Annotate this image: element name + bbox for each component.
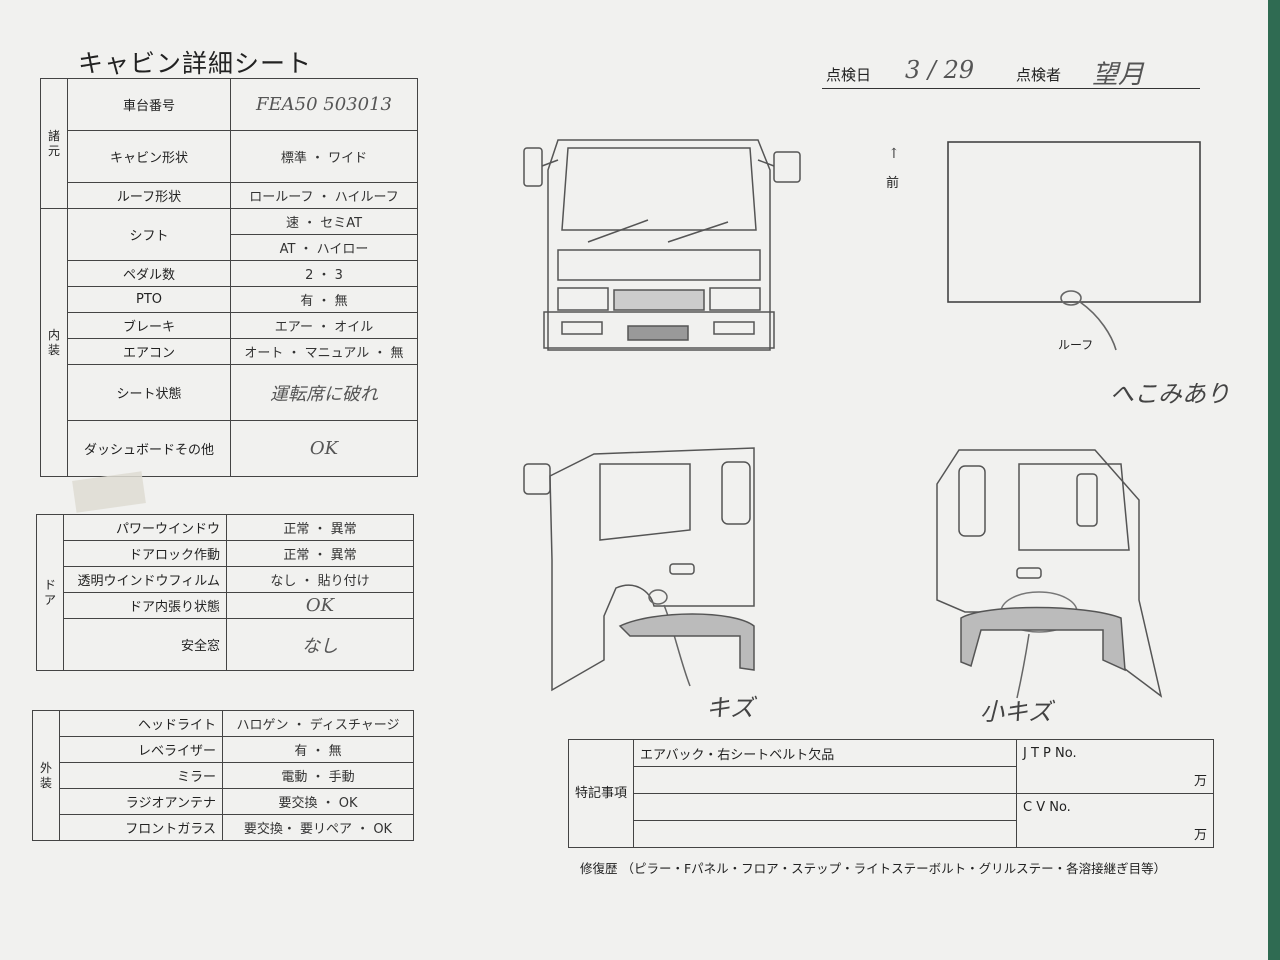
cab-front-view (523, 139, 801, 351)
inspector-label: 点検者 (1016, 66, 1062, 84)
row-label: PTO (67, 286, 231, 313)
cv-label: C V No. (1016, 793, 1214, 821)
remarks-line4 (633, 820, 1017, 848)
door-table: ドア パワーウインドウ 正常 ・ 異常 ドアロック作動 正常 ・ 異常 透明ウイ… (36, 514, 414, 671)
row-label: ドアロック作動 (63, 540, 227, 567)
section-side-label: 内装 (40, 208, 68, 477)
row-value: エアー ・ オイル (230, 312, 418, 339)
row-value: 要交換・ 要リペア ・ OK (222, 814, 414, 841)
remarks-line1: エアバック・右シートベルト欠品 (633, 739, 1017, 767)
row-label: フロントガラス (59, 814, 223, 841)
row-value: OK (230, 420, 418, 477)
sheet-title: キャビン詳細シート (78, 49, 313, 78)
date-label: 点検日 (826, 66, 872, 84)
row-label: シート状態 (67, 364, 231, 421)
row-value: ロールーフ ・ ハイルーフ (230, 182, 418, 209)
row-value: オート ・ マニュアル ・ 無 (230, 338, 418, 365)
row-value: 電動 ・ 手動 (222, 762, 414, 789)
repair-history: 修復歴 （ピラー・Fパネル・フロア・ステップ・ライトステーボルト・グリルステー・… (580, 861, 1167, 876)
row-value: 正常 ・ 異常 (226, 540, 414, 567)
section-side-label: 諸元 (40, 78, 68, 209)
row-value: 標準 ・ ワイド (230, 130, 418, 183)
date-value: 3 / 29 (905, 56, 975, 84)
section-side-label: ドア (36, 514, 64, 671)
remarks-line3 (633, 793, 1017, 821)
row-label: ドア内張り状態 (63, 592, 227, 619)
exterior-table: 外装 ヘッドライト ハロゲン ・ ディスチャージ レベライザー 有 ・ 無 ミラ… (32, 710, 414, 841)
right-damage-note: 小キズ (980, 698, 1052, 726)
row-label: ルーフ形状 (67, 182, 231, 209)
row-value: 正常 ・ 異常 (226, 514, 414, 541)
header-underline (822, 88, 1200, 89)
tape-mark (72, 471, 146, 513)
chassis-number: FEA50 503013 (230, 78, 418, 131)
row-label: 透明ウインドウフィルム (63, 566, 227, 593)
row-label: ミラー (59, 762, 223, 789)
row-label: 安全窓 (63, 618, 227, 671)
remarks-label: 特記事項 (568, 739, 634, 848)
row-label: 車台番号 (67, 78, 231, 131)
row-label: パワーウインドウ (63, 514, 227, 541)
cab-left-side-view (523, 447, 755, 692)
row-value: 要交換 ・ OK (222, 788, 414, 815)
section-side-label: 外装 (32, 710, 60, 841)
row-value: 運転席に破れ (230, 364, 418, 421)
roof-note: へこみあり (1110, 380, 1230, 408)
row-label: ヘッドライト (59, 710, 223, 737)
row-label: エアコン (67, 338, 231, 365)
row-value: ハロゲン ・ ディスチャージ (222, 710, 414, 737)
row-label: ブレーキ (67, 312, 231, 339)
front-label: 前 (886, 176, 900, 191)
row-label: キャビン形状 (67, 130, 231, 183)
row-value: 2 ・ 3 (230, 260, 418, 287)
row-label: ダッシュボードその他 (67, 420, 231, 477)
row-value: なし (226, 618, 414, 671)
row-value: 有 ・ 無 (230, 286, 418, 313)
remarks-line2 (633, 766, 1017, 794)
row-label: レベライザー (59, 736, 223, 763)
row-value: OK (226, 592, 414, 619)
jtp-label: J T P No. (1016, 739, 1214, 767)
row-label: ラジオアンテナ (59, 788, 223, 815)
row-value: なし ・ 貼り付け (226, 566, 414, 593)
row-label: ペダル数 (67, 260, 231, 287)
row-value: 速 ・ セミAT (230, 208, 418, 235)
inspector-value: 望月 (1092, 60, 1145, 90)
jtp-unit: 万 (1016, 766, 1214, 794)
front-arrow-icon: ↑ (888, 146, 900, 162)
spec-table: 諸元 車台番号 FEA50 503013 キャビン形状 標準 ・ ワイド ルーフ… (40, 78, 418, 477)
row-value: AT ・ ハイロー (230, 234, 418, 261)
left-damage-note: キズ (706, 694, 754, 722)
cv-unit: 万 (1016, 820, 1214, 848)
row-value: 有 ・ 無 (222, 736, 414, 763)
roof-plan (947, 141, 1201, 351)
roof-label: ルーフ (1058, 338, 1094, 352)
cab-right-side-view (936, 449, 1163, 699)
remarks-table: 特記事項 エアバック・右シートベルト欠品 J T P No. 万 C V No.… (568, 739, 1214, 848)
row-label: シフト (67, 208, 231, 261)
